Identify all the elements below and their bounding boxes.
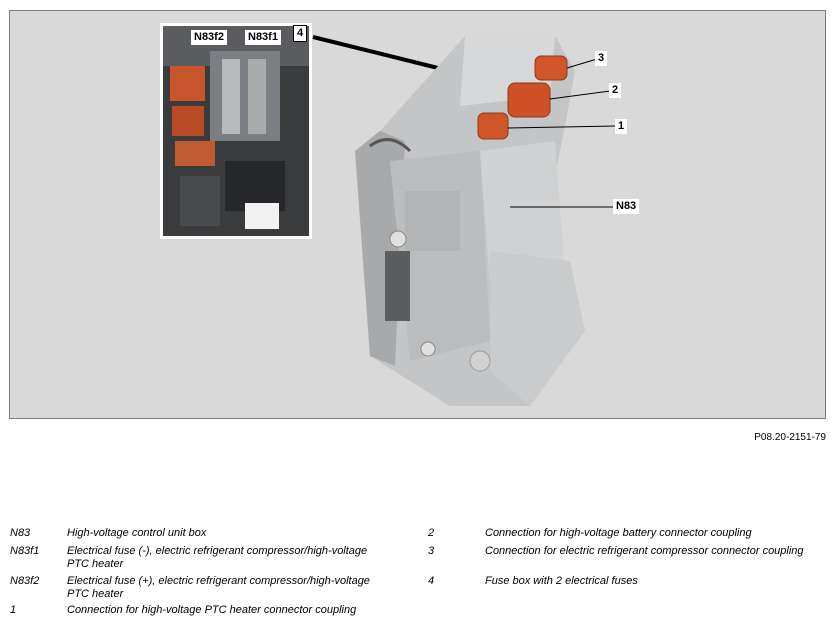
callout-3: 3 [595, 51, 608, 66]
figure-reference-number: P08.20-2151-79 [754, 432, 826, 443]
connector-1 [477, 112, 509, 140]
callout-n83: N83 [613, 199, 640, 214]
legend-code: 1 [10, 604, 17, 616]
legend-code: N83f1 [10, 545, 40, 557]
callout-4: 4 [293, 25, 308, 42]
legend-description: Electrical fuse (-), electric refrigeran… [67, 545, 368, 570]
legend-description: Fuse box with 2 electrical fuses [485, 575, 638, 587]
callout-2: 2 [609, 83, 622, 98]
illustration-panel: N83f2 N83f1 4 3 2 1 N83 [9, 10, 826, 419]
legend-description: Connection for high-voltage PTC heater c… [67, 604, 357, 616]
legend-code: 2 [428, 527, 435, 539]
callout-n83f1: N83f1 [245, 30, 281, 45]
connector-2 [507, 82, 551, 118]
legend-code: 3 [428, 545, 435, 557]
legend-description: Electrical fuse (+), electric refrigeran… [67, 575, 370, 600]
callout-1: 1 [615, 119, 628, 134]
legend-description: Connection for electric refrigerant comp… [485, 545, 804, 557]
control-unit-illustration [160, 23, 617, 406]
leader-line-1 [507, 125, 617, 129]
legend-description: High-voltage control unit box [67, 527, 207, 539]
connector-3 [534, 55, 568, 81]
legend-description: Connection for high-voltage battery conn… [485, 527, 752, 539]
inset-leader-line [312, 35, 443, 71]
legend-code: 4 [428, 575, 435, 587]
callout-n83f2: N83f2 [191, 30, 227, 45]
leader-line-3 [566, 58, 598, 69]
leader-line-2 [549, 90, 611, 100]
control-unit-housing [355, 36, 585, 406]
fuse-box-inset-photo [160, 23, 312, 239]
legend-code: N83f2 [10, 575, 40, 587]
legend-code: N83 [10, 527, 31, 539]
